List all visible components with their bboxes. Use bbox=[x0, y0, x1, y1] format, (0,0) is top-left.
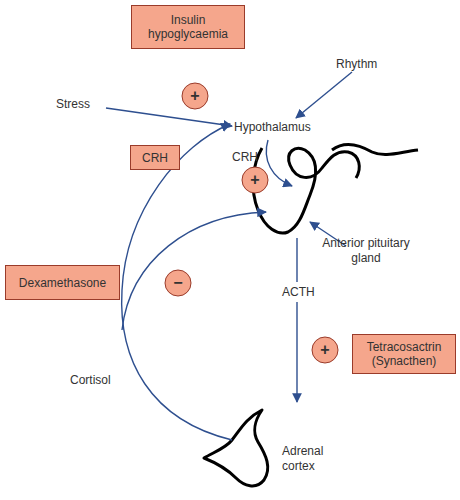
sign-circle: + bbox=[181, 82, 209, 110]
diagram-label: Rhythm bbox=[336, 57, 396, 72]
sign-text: − bbox=[173, 275, 182, 291]
adrenal-outline bbox=[204, 410, 268, 486]
sign-text: + bbox=[250, 172, 259, 188]
sign-circle: − bbox=[164, 269, 192, 297]
circle-outline bbox=[182, 83, 208, 109]
crh-arrow bbox=[266, 140, 292, 186]
diagram-label: Hypothalamus bbox=[234, 120, 324, 135]
sign-text: + bbox=[320, 342, 329, 358]
feedback-arrow bbox=[122, 212, 266, 330]
circle-outline bbox=[242, 167, 268, 193]
feedback-arrow bbox=[122, 124, 232, 440]
box-text: CRH bbox=[132, 151, 178, 165]
pituitary-outline bbox=[332, 144, 418, 154]
diagram-label: Stress bbox=[56, 97, 106, 112]
diagram-label: CRH bbox=[232, 150, 272, 165]
acth-line bbox=[296, 238, 297, 282]
box-text: Tetracosactrin (Synacthen) bbox=[356, 340, 452, 368]
diagram-label: Anterior pituitary gland bbox=[310, 236, 422, 266]
diagram-label: ACTH bbox=[282, 285, 322, 300]
drug-box: CRH bbox=[130, 145, 180, 170]
pituitary-outline bbox=[253, 148, 359, 233]
box-text: Insulin hypoglycaemia bbox=[138, 13, 238, 41]
circle-outline bbox=[165, 270, 191, 296]
sign-circle: + bbox=[241, 166, 269, 194]
circle-outline bbox=[312, 337, 338, 363]
drug-box: Tetracosactrin (Synacthen) bbox=[352, 334, 456, 374]
drug-box: Dexamethasone bbox=[5, 265, 120, 300]
rhythm-arrow bbox=[296, 72, 352, 118]
stress-arrow bbox=[106, 108, 232, 126]
drug-box: Insulin hypoglycaemia bbox=[131, 5, 245, 49]
sign-circle: + bbox=[311, 336, 339, 364]
sign-text: + bbox=[190, 88, 199, 104]
diagram-label: Cortisol bbox=[70, 373, 130, 388]
diagram-label: Adrenal cortex bbox=[282, 444, 338, 474]
acth-arrow bbox=[296, 302, 297, 402]
box-text: Dexamethasone bbox=[8, 276, 118, 290]
